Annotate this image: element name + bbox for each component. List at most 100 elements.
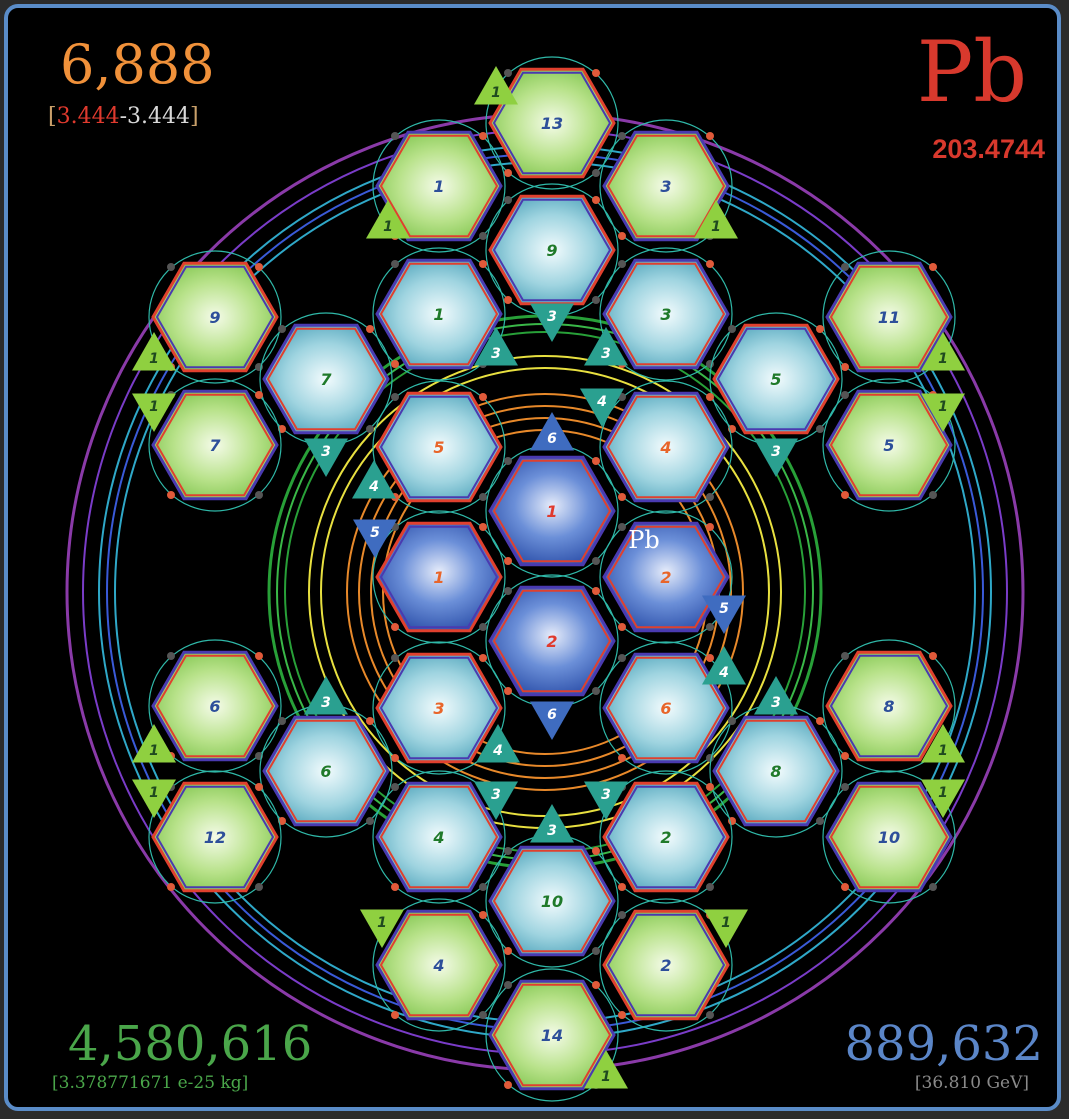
hexagon-20: 6 [599,641,733,775]
triangle-shape [304,676,348,715]
hexagon-shape [488,455,616,567]
hexagon-16: 1 [372,510,506,644]
hexagon-shape [602,258,730,370]
hex-dot [841,783,849,791]
hex-dot [929,491,937,499]
hexagon-shape [375,391,503,503]
hexagon-number: 5 [770,370,781,389]
hex-dot [706,132,714,140]
hex-dot [255,491,263,499]
hexagon-inner-edge [379,525,499,629]
hexagon-shape [602,781,730,893]
triangle-shape [530,303,574,342]
orbit-ring [320,367,770,817]
hexagon-inner-edge [829,785,949,889]
hex-dot [929,263,937,271]
hexagon-15: 1 [485,444,619,578]
hexagon-inner-edge [155,393,275,497]
hex-halo [599,898,733,1032]
triangle-number: 4 [492,743,503,759]
hexagon-shape [825,389,953,501]
hexagon-number: 14 [541,1026,563,1045]
hex-dot [706,623,714,631]
hex-dot [618,132,626,140]
hex-dot [706,654,714,662]
hexagon-inner-edge [606,262,726,366]
hexagon-number: 2 [660,956,671,975]
triangle-17: 5 [702,595,746,634]
triangle-shape [132,779,176,818]
hex-dot [391,360,399,368]
hex-dot [706,393,714,401]
triangle-number: 4 [368,479,379,495]
pb-hex-label: Pb [628,526,660,554]
triangle-number: 1 [721,915,731,931]
hex-halo [372,641,506,775]
hex-dot [504,1081,512,1089]
hexagon-shape [602,130,730,242]
hexagon-number: 1 [433,305,444,324]
hex-halo [485,968,619,1102]
triangle-shape [304,438,348,477]
triangle-15: 6 [530,412,574,451]
hex-dot [479,493,487,501]
hexagon-number: 6 [320,762,331,781]
hex-dot [504,69,512,77]
hexagon-29: 10 [485,834,619,968]
hexagon-inner-edge [492,849,612,953]
hex-halo [148,639,282,773]
hexagon-inner-edge [266,719,386,823]
hex-dot [504,847,512,855]
hexagon-shape [488,979,616,1091]
hexagon-shape [262,715,390,827]
hexagon-shape [488,67,616,179]
hex-dot [479,911,487,919]
hex-dot [504,196,512,204]
hex-dot [841,652,849,660]
hex-dot [366,817,374,825]
hex-dot [479,883,487,891]
hexagon-inner-edge [829,654,949,758]
hexagon-shape [602,391,730,503]
hex-dot [504,457,512,465]
triangle-8: 1 [921,332,965,371]
hex-dot [618,260,626,268]
hex-dot [479,523,487,531]
hexagon-4: 9 [485,183,619,317]
hexagon-shape [488,585,616,697]
hex-dot [391,654,399,662]
hexagon-26: 10 [822,770,956,904]
hexagon-shape [825,781,953,893]
hex-dot [479,393,487,401]
triangle-shape [921,779,965,818]
triangle-number: 1 [149,785,159,801]
triangle-number: 5 [719,601,729,617]
hex-dot [618,654,626,662]
hex-halo [599,510,733,644]
hexagon-14: 4 [599,380,733,514]
hex-dot [841,363,849,371]
hexagon-5: 1 [372,247,506,381]
hex-dot [706,260,714,268]
triangle-shape [474,66,518,105]
hexagon-number: 3 [660,177,671,196]
triangle-shape [704,909,748,948]
triangle-number: 6 [547,707,557,723]
hexagon-3: 3 [599,119,733,253]
hex-dot [366,325,374,333]
hex-dot [504,687,512,695]
hexagon-inner-edge [606,656,726,760]
range-white-value: 3.444 [127,104,190,129]
hexagon-13: 5 [372,380,506,514]
hex-dot [391,783,399,791]
hex-dot [592,947,600,955]
hexagon-28: 2 [599,770,733,904]
triangle-9: 1 [132,393,176,432]
triangle-32: 1 [584,1050,628,1089]
triangle-shape [921,724,965,763]
hexagon-inner-edge [492,983,612,1087]
triangle-11: 3 [304,438,348,477]
triangle-21: 3 [304,676,348,715]
triangle-3: 1 [694,200,738,239]
